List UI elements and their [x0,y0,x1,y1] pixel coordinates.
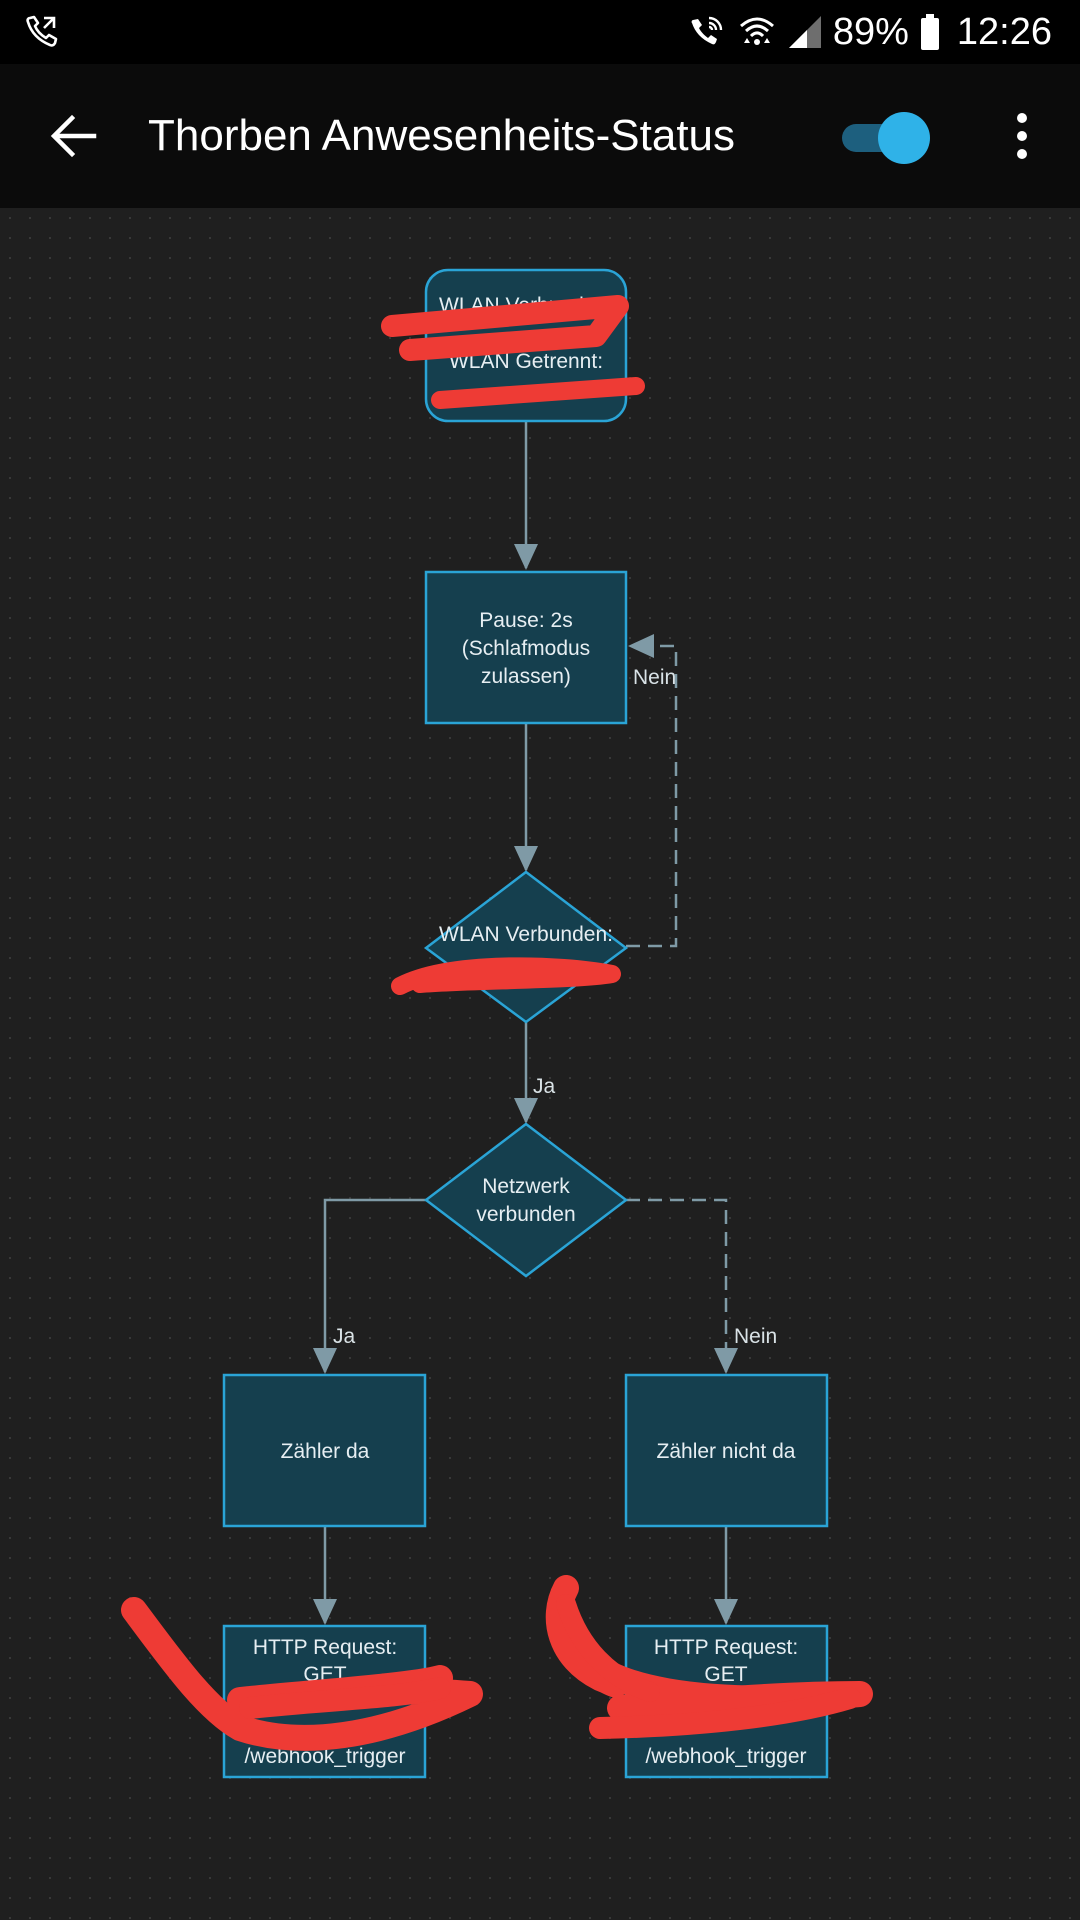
arrowhead-absent [714,1348,738,1374]
pause-line2: (Schlafmodus [462,637,590,660]
present-label: Zähler da [281,1440,370,1463]
arrowheads [313,544,738,1625]
wlan-check-line1: WLAN Verbunden: [439,923,613,946]
flow-canvas[interactable]: Nein Ja Ja Nein WLAN Verbunden: WLAN Get… [0,208,1080,1920]
pause-node[interactable]: Pause: 2s (Schlafmodus zulassen) [424,570,628,725]
absent-node[interactable]: Zähler nicht da [624,1373,829,1528]
pause-line3: zulassen) [481,665,571,688]
flow-diagram: Nein Ja Ja Nein WLAN Verbunden: WLAN Get… [121,268,873,1779]
label-ja-network: Ja [333,1325,356,1348]
http-left-line1: HTTP Request: [253,1636,397,1659]
wifi-icon [739,17,774,45]
edge-network-nein [626,1198,728,1372]
call-forward-icon [26,15,58,47]
label-ja-wlan: Ja [533,1075,556,1098]
signal-icon [788,16,821,48]
absent-label: Zähler nicht da [657,1440,796,1463]
clock: 12:26 [956,10,1052,53]
edges [323,421,728,1623]
network-line2: verbunden [476,1203,575,1226]
status-bar: 89% 12:26 [0,0,1080,64]
battery-percentage: 89% [832,10,909,53]
trigger-line2: WLAN Getrennt: [449,350,603,373]
arrowhead-network [514,1098,538,1124]
network-check-node[interactable]: Netzwerk verbunden [423,1122,629,1278]
redaction-wlan [391,957,621,995]
edge-network-ja [323,1198,426,1372]
label-nein-loop: Nein [633,666,676,689]
arrowhead-http-left [313,1599,337,1625]
present-node[interactable]: Zähler da [222,1373,427,1528]
redaction-trigger-1 [381,295,629,361]
label-nein-network: Nein [734,1325,777,1348]
page-title: Thorben Anwesenheits-Status [148,111,736,160]
network-line1: Netzwerk [482,1175,570,1198]
toggle-knob [878,112,930,164]
pause-line1: Pause: 2s [479,609,572,632]
redaction-trigger-2 [431,377,645,409]
arrowhead-present [313,1348,337,1374]
wlan-check-node[interactable]: WLAN Verbunden: [423,870,629,1024]
wifi-call-icon [691,16,723,45]
back-arrow-icon[interactable] [46,108,102,164]
http-right-line5: /webhook_trigger [645,1745,806,1768]
more-options-icon[interactable] [1000,108,1044,164]
battery-icon [920,14,939,50]
enable-toggle[interactable] [838,112,930,164]
app-bar: Thorben Anwesenheits-Status [0,64,1080,208]
arrowhead-wlan [514,846,538,872]
arrowhead-loop [628,634,654,658]
redaction-http-left-2 [239,1677,451,1719]
redaction-http-right-2 [589,1687,861,1739]
arrowhead-http-right [714,1599,738,1625]
http-right-line2: GET [704,1663,747,1686]
edge-wlan-loop-nein [626,644,678,948]
http-left-line5: /webhook_trigger [244,1745,405,1768]
http-right-line1: HTTP Request: [654,1636,798,1659]
redaction-marks [121,295,873,1751]
redaction-http-right-3 [556,1594,660,1702]
arrowhead-pause [514,544,538,570]
